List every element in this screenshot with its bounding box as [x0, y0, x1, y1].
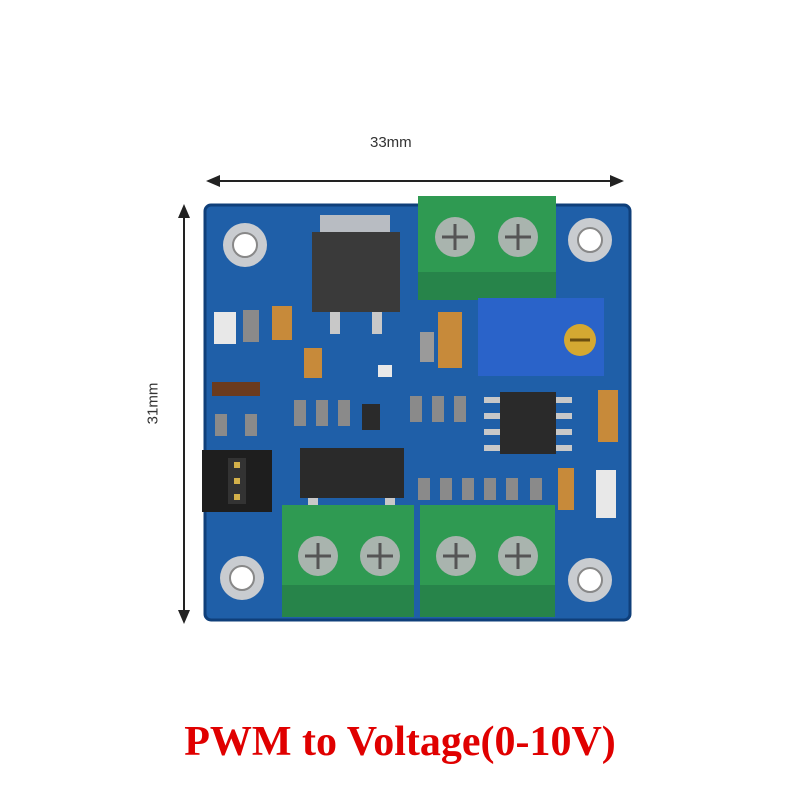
height-arrow	[178, 204, 190, 624]
terminal-block-bottom-right	[420, 505, 555, 617]
voltage-regulator-chip	[312, 215, 400, 334]
op-amp-chip	[484, 392, 572, 454]
potentiometer	[478, 298, 604, 376]
terminal-block-bottom-left	[282, 505, 414, 617]
mounting-hole	[223, 223, 267, 267]
width-arrow	[206, 175, 624, 187]
mounting-hole	[568, 218, 612, 262]
jumper-header	[202, 450, 272, 512]
mounting-hole	[568, 558, 612, 602]
optocoupler-chip	[300, 448, 404, 510]
terminal-block-top	[418, 196, 556, 300]
smd-components	[212, 306, 618, 518]
pcb-board	[202, 196, 632, 622]
mounting-hole	[220, 556, 264, 600]
caption-title: PWM to Voltage(0-10V)	[184, 719, 616, 765]
width-dimension-label: 33mm	[370, 134, 412, 151]
